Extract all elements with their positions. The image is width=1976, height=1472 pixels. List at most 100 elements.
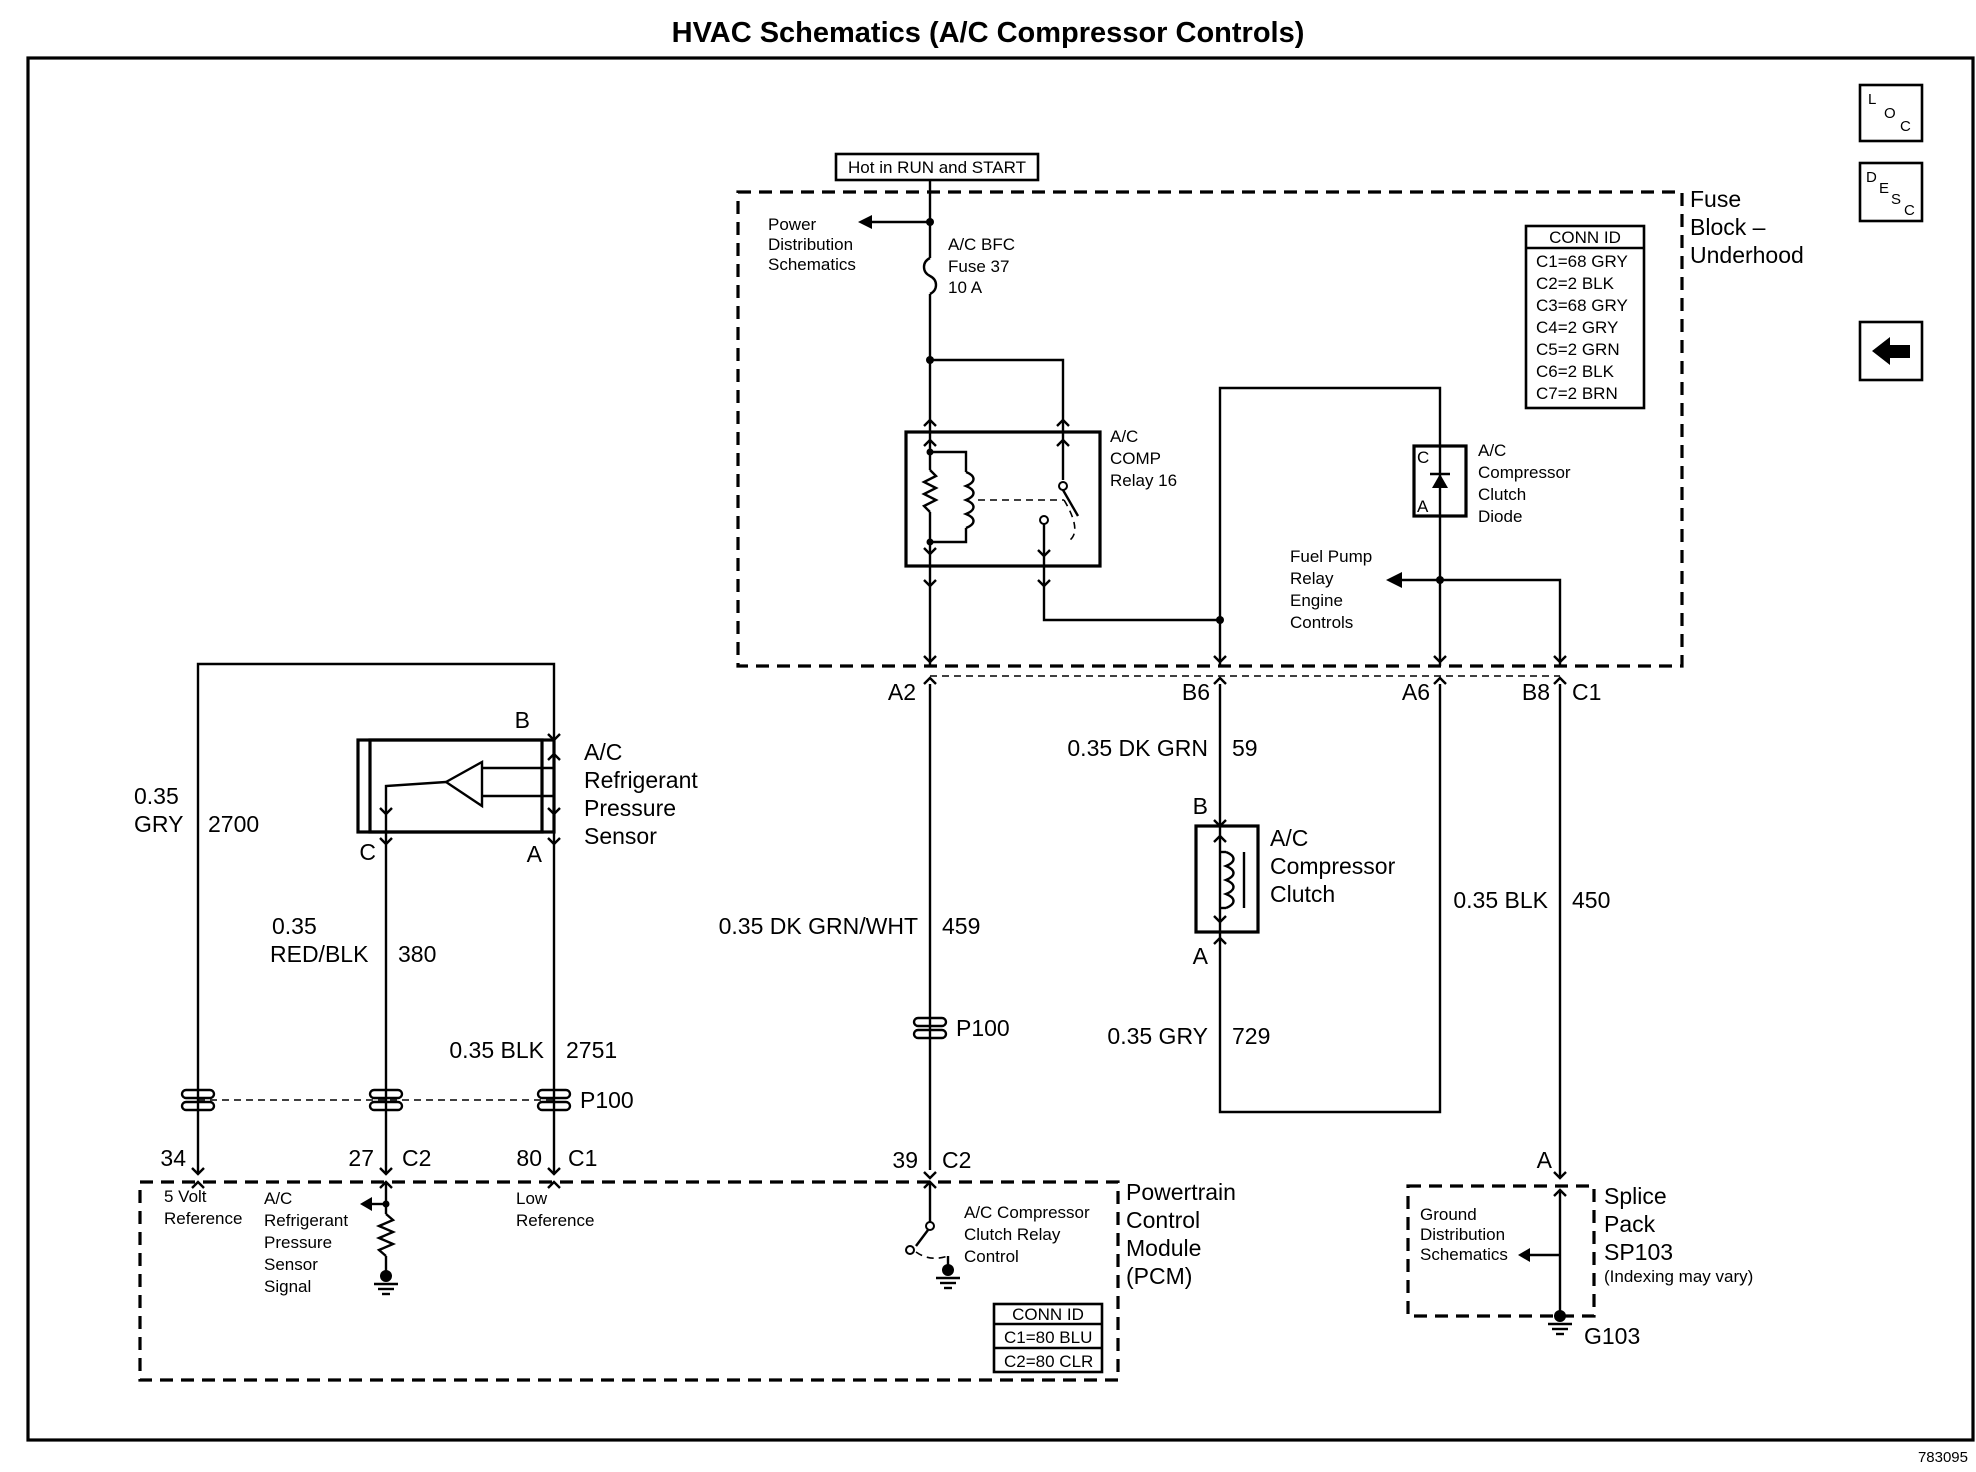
pin-c1: C1: [1572, 679, 1601, 705]
g103-ground-icon: [1548, 1322, 1572, 1336]
splice-label-2: Pack: [1604, 1211, 1656, 1237]
fuse-conn-row-2: C2=2 BLK: [1536, 274, 1615, 293]
clutch-label-1: A/C: [1270, 825, 1308, 851]
relay-label-3: Relay 16: [1110, 471, 1177, 490]
fuse-conn-row-7: C7=2 BRN: [1536, 384, 1618, 403]
pcm-label-3: Module: [1126, 1235, 1201, 1261]
left-arrow-icon[interactable]: [1858, 320, 1924, 382]
relay-switch-contact: [1061, 489, 1080, 517]
fuse-label-1: A/C BFC: [948, 235, 1015, 254]
splice-pack-outline: [1406, 1184, 1596, 1318]
ground-dist-label-3: Schematics: [1420, 1245, 1508, 1264]
fuse-block-outline: [736, 190, 1684, 668]
g103-label: G103: [1584, 1323, 1640, 1349]
pcm-label-1: Powertrain: [1126, 1179, 1236, 1205]
pin-a6: A6: [1402, 679, 1430, 705]
fuel-pump-arrow-icon: [1386, 572, 1402, 588]
wire-2700-size: 0.35: [134, 783, 179, 809]
desc-letter-2: E: [1879, 180, 1889, 197]
loc-letter-2: O: [1884, 105, 1896, 122]
wire-59-color: 0.35 DK GRN: [1067, 735, 1208, 761]
p100-connector-2700: [180, 1088, 216, 1112]
desc-letter-1: D: [1866, 169, 1877, 186]
desc-letter-4: C: [1904, 202, 1915, 219]
sensor-amplifier-icon: [443, 759, 484, 809]
pcm-label-2: Control: [1126, 1207, 1200, 1233]
diode-pin-c: C: [1417, 448, 1429, 467]
wire-2700-color: GRY: [134, 811, 183, 837]
wire-729-color: 0.35 GRY: [1107, 1023, 1208, 1049]
pin-b6: B6: [1182, 679, 1210, 705]
pcm-driver-ground-icon: [936, 1276, 960, 1290]
wire-2700: [196, 662, 556, 1174]
low-ref-label-2: Reference: [516, 1211, 594, 1230]
wire-380-size: 0.35: [272, 913, 317, 939]
wire-459-color: 0.35 DK GRN/WHT: [719, 913, 918, 939]
outer-frame: [26, 56, 1975, 1442]
diode-label-2: Compressor: [1478, 463, 1571, 482]
sensor-label-2: Refrigerant: [584, 767, 698, 793]
fuse-37-icon: [922, 256, 938, 296]
p100-label-459: P100: [956, 1015, 1010, 1041]
loc-letter-3: C: [1900, 118, 1911, 135]
diode-label-3: Clutch: [1478, 485, 1526, 504]
hot-label: Hot in RUN and START: [848, 158, 1026, 177]
pcm-conn-c2-b: C2: [942, 1147, 971, 1173]
p100-connector-2751: [536, 1088, 572, 1112]
fuse-block-conn-table: CONN ID C1=68 GRY C2=2 BLK C3=68 GRY C4=…: [1524, 224, 1646, 410]
sensor-label-4: Sensor: [584, 823, 657, 849]
sensor-pin-c: C: [359, 839, 376, 865]
p100-connector-459: [912, 1016, 948, 1040]
ac-comp-relay-16: [904, 418, 1102, 568]
loc-icon[interactable]: L O C: [1858, 83, 1924, 143]
wire-2700-circuit: 2700: [208, 811, 259, 837]
fuse-label-3: 10 A: [948, 278, 983, 297]
power-dist-label-2: Distribution: [768, 235, 853, 254]
wire-459-circuit: 459: [942, 913, 980, 939]
pcm-conn-c2-a: C2: [402, 1145, 431, 1171]
loc-letter-1: L: [1868, 91, 1876, 108]
wire-59-circuit: 59: [1232, 735, 1258, 761]
wire-380-circuit: 380: [398, 941, 436, 967]
pcm-conn-row-2: C2=80 CLR: [1004, 1352, 1093, 1371]
fuse-conn-row-6: C6=2 BLK: [1536, 362, 1615, 381]
desc-icon[interactable]: D E S C: [1858, 161, 1924, 223]
fuse-conn-row-4: C4=2 GRY: [1536, 318, 1618, 337]
clutch-ctrl-label-3: Control: [964, 1247, 1019, 1266]
diode-label-1: A/C: [1478, 441, 1506, 460]
ground-dist-label-2: Distribution: [1420, 1225, 1505, 1244]
wire-450-circuit: 450: [1572, 887, 1610, 913]
clutch-ctrl-label-2: Clutch Relay: [964, 1225, 1061, 1244]
pcm-signal-ground-icon: [374, 1282, 398, 1296]
wire-380-color: RED/BLK: [270, 941, 369, 967]
splice-note: (Indexing may vary): [1604, 1267, 1753, 1286]
splice-label-1: Splice: [1604, 1183, 1667, 1209]
signal-label-3: Pressure: [264, 1233, 332, 1252]
five-volt-label-2: Reference: [164, 1209, 242, 1228]
sensor-label-1: A/C: [584, 739, 622, 765]
relay-label-2: COMP: [1110, 449, 1161, 468]
wire-2751-circuit: 2751: [566, 1037, 617, 1063]
clutch-ctrl-label-1: A/C Compressor: [964, 1203, 1090, 1222]
relay-switch-output: [1042, 566, 1220, 622]
sensor-label-3: Pressure: [584, 795, 676, 821]
wire-729: [1218, 684, 1442, 1114]
wire-729-circuit: 729: [1232, 1023, 1270, 1049]
ac-refrigerant-pressure-sensor: [356, 738, 561, 834]
pcm-conn-row-1: C1=80 BLU: [1004, 1328, 1092, 1347]
signal-label-2: Refrigerant: [264, 1211, 348, 1230]
signal-label-5: Signal: [264, 1277, 311, 1296]
b6-diode-loop: [1218, 386, 1442, 666]
ground-dist-arrow-icon: [1518, 1248, 1530, 1262]
pcm-label-4: (PCM): [1126, 1263, 1192, 1289]
clutch-label-3: Clutch: [1270, 881, 1335, 907]
pcm-conn-c1: C1: [568, 1145, 597, 1171]
b8-wire: [1440, 578, 1562, 666]
ac-clutch-diode: C A: [1412, 444, 1468, 518]
pin-a2: A2: [888, 679, 916, 705]
relay-coil-icon: [962, 470, 975, 530]
clutch-pin-b: B: [1193, 793, 1208, 819]
fuel-pump-label-1: Fuel Pump: [1290, 547, 1372, 566]
fuse-block-label-3: Underhood: [1690, 242, 1804, 268]
